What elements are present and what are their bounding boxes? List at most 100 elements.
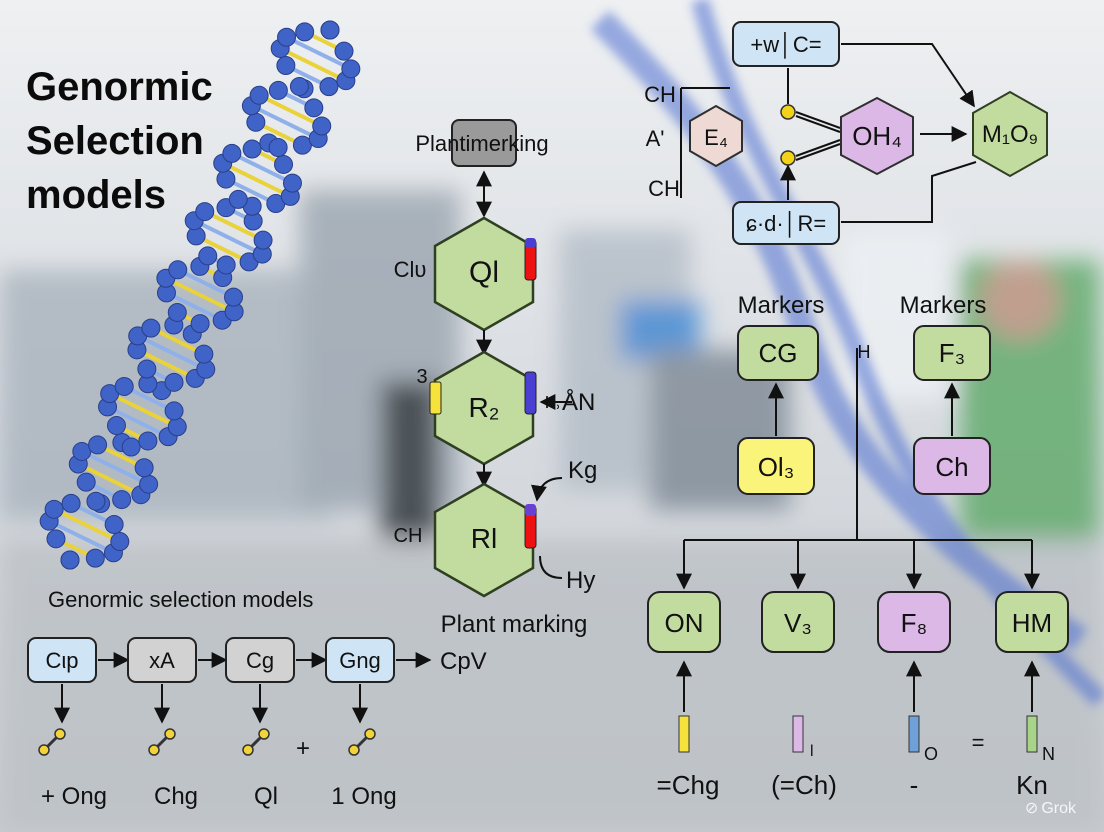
dna-backbone-bead: [110, 532, 130, 552]
hex3-label: Rl: [471, 523, 497, 554]
connector: [795, 139, 841, 157]
dna-backbone-bead: [304, 98, 324, 118]
dna-backbone-bead: [341, 59, 361, 79]
marker-box-ol3-label: Ol₃: [758, 452, 795, 482]
hex1-label: Ql: [469, 256, 499, 289]
hex3-left-label: CH: [394, 525, 423, 547]
markers-right-label: Markers: [900, 292, 987, 319]
dna-rung: [165, 291, 224, 322]
left-label-ch-bottom: CH: [648, 176, 680, 201]
flow-box-2-label: xA: [149, 648, 175, 673]
grok-logo-icon: ⊘: [1024, 800, 1039, 817]
dna-backbone-bead: [222, 143, 242, 163]
dna-backbone-bead: [194, 344, 214, 364]
dna-rung: [150, 326, 205, 356]
node-hm-label: HM: [1012, 608, 1052, 638]
hex2-right-label: +˒ÅN: [540, 388, 595, 416]
flow-end-label: CpV: [440, 648, 487, 675]
dna-backbone-bead: [295, 22, 315, 42]
dna-backbone-bead: [168, 260, 188, 280]
bottom-label-4: 1 Ong: [331, 783, 396, 810]
node-f8: [877, 591, 951, 653]
dna-backbone-bead: [274, 154, 294, 174]
h-label: H: [858, 342, 871, 362]
top-box-label: +w│C=: [750, 31, 821, 59]
blue-marker-cap: [525, 238, 536, 248]
bottom-label: Plant marking: [441, 611, 588, 638]
hexagon-e4: [689, 104, 743, 168]
dna-rung: [258, 93, 323, 128]
top-gray-box: [451, 119, 517, 167]
flow-box-4: [325, 637, 395, 683]
marker-box-f3-label: F₃: [939, 338, 965, 368]
dna-rung: [77, 462, 142, 497]
equals-sign: =: [972, 730, 985, 755]
bottom-label-3: Ql: [254, 783, 278, 810]
dna-rung: [176, 268, 235, 299]
dna-backbone-bead: [85, 548, 105, 568]
dna-backbone-bead: [228, 189, 248, 209]
hex2-label: R₂: [468, 392, 499, 423]
dna-backbone-bead: [224, 287, 244, 307]
node-hm: [995, 591, 1069, 653]
dna-backbone-bead: [312, 116, 332, 136]
marker-box-cg: [737, 325, 819, 381]
dna-backbone-bead: [276, 56, 296, 76]
left-label-ch-top: CH: [644, 82, 676, 107]
bottom-left-flow: Genormic selection models Cιp xA Cg Gng …: [27, 587, 487, 810]
marker-box-ch: [913, 437, 991, 495]
hex2-left-label: 3: [416, 366, 427, 388]
dna-backbone-bead: [114, 376, 134, 396]
yellow-bar: [678, 715, 690, 753]
dna-rung: [136, 334, 207, 372]
sub-label-o: O: [924, 744, 938, 764]
dna-backbone-bead: [164, 401, 184, 421]
dna-backbone-bead: [137, 359, 157, 379]
dna-rung: [165, 276, 235, 314]
molecule-icon: [38, 728, 66, 756]
dna-backbone-bead: [190, 314, 210, 334]
node-v3-label: V₃: [784, 608, 812, 638]
flow-box-3: [225, 637, 295, 683]
flow-box-3-label: Cg: [246, 648, 274, 673]
dna-backbone-bead: [46, 529, 66, 549]
hex3-kg-label: Kg: [568, 457, 597, 484]
bottom-right-tree: ON V₃ F₈ HM l O = N =Chg (=Ch) - Kn: [647, 539, 1069, 800]
dna-rung: [53, 507, 121, 544]
hex-oh-label: OH₄: [852, 121, 902, 151]
dna-backbone-bead: [106, 416, 126, 436]
hex1-left-label: Clυ: [394, 257, 427, 282]
dna-rung: [279, 46, 347, 83]
dna-backbone-bead: [86, 491, 106, 511]
top-right-network: +w│C= ɕ·d·│R= CH A' CH E₄ OH₄ M₁O₉: [644, 21, 1048, 245]
dna-backbone-bead: [138, 431, 158, 451]
marker-box-ch-label: Ch: [935, 452, 968, 482]
flow-box-2: [127, 637, 197, 683]
molecule-icon: [242, 728, 270, 756]
bottom-box: [732, 201, 840, 245]
bottom-right-label-3: -: [910, 770, 919, 800]
hex-m-label: M₁O₉: [982, 121, 1038, 148]
hex-e-label: E₄: [704, 125, 728, 150]
yellow-marker: [429, 381, 442, 415]
dna-backbone-bead: [198, 246, 218, 266]
left-label-a: A': [646, 126, 665, 151]
dna-backbone-bead: [289, 76, 309, 96]
flow-box-1: [27, 637, 97, 683]
watermark-text: Grok: [1041, 800, 1076, 817]
sub-label-l: l: [810, 743, 814, 760]
purple-marker-cap: [525, 504, 536, 516]
blue-marker: [524, 371, 537, 415]
flow-box-1-label: Cιp: [45, 648, 78, 673]
node-on: [647, 591, 721, 653]
dna-backbone-bead: [334, 41, 354, 61]
sub-label-n: N: [1042, 744, 1055, 764]
dna-rung: [285, 35, 352, 71]
plus-sign: +: [296, 735, 310, 762]
flow-box-4-label: Gng: [339, 648, 381, 673]
dna-backbone-bead: [320, 20, 340, 40]
main-title: Genormic Selection models: [26, 60, 266, 222]
dna-rung: [48, 519, 115, 555]
hexagon-m1og: [972, 90, 1048, 178]
